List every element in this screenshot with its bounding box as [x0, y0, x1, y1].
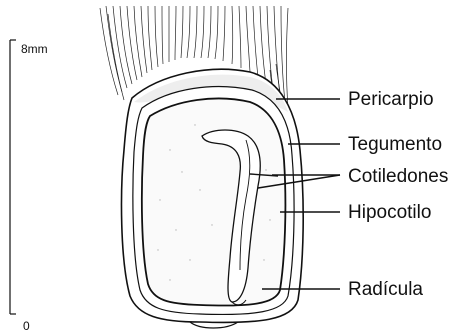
scale-bottom-label: 0 — [23, 319, 30, 332]
label-radicula: Radícula — [348, 279, 423, 300]
endosperm-outline — [142, 98, 286, 305]
scale-bar — [10, 40, 16, 314]
label-hipocotilo: Hipocotilo — [348, 202, 431, 223]
label-cotiledones: Cotiledones — [348, 166, 448, 187]
label-tegumento: Tegumento — [348, 134, 442, 155]
scale-top-label: 8mm — [21, 42, 48, 56]
label-pericarpio: Pericarpio — [348, 89, 434, 110]
